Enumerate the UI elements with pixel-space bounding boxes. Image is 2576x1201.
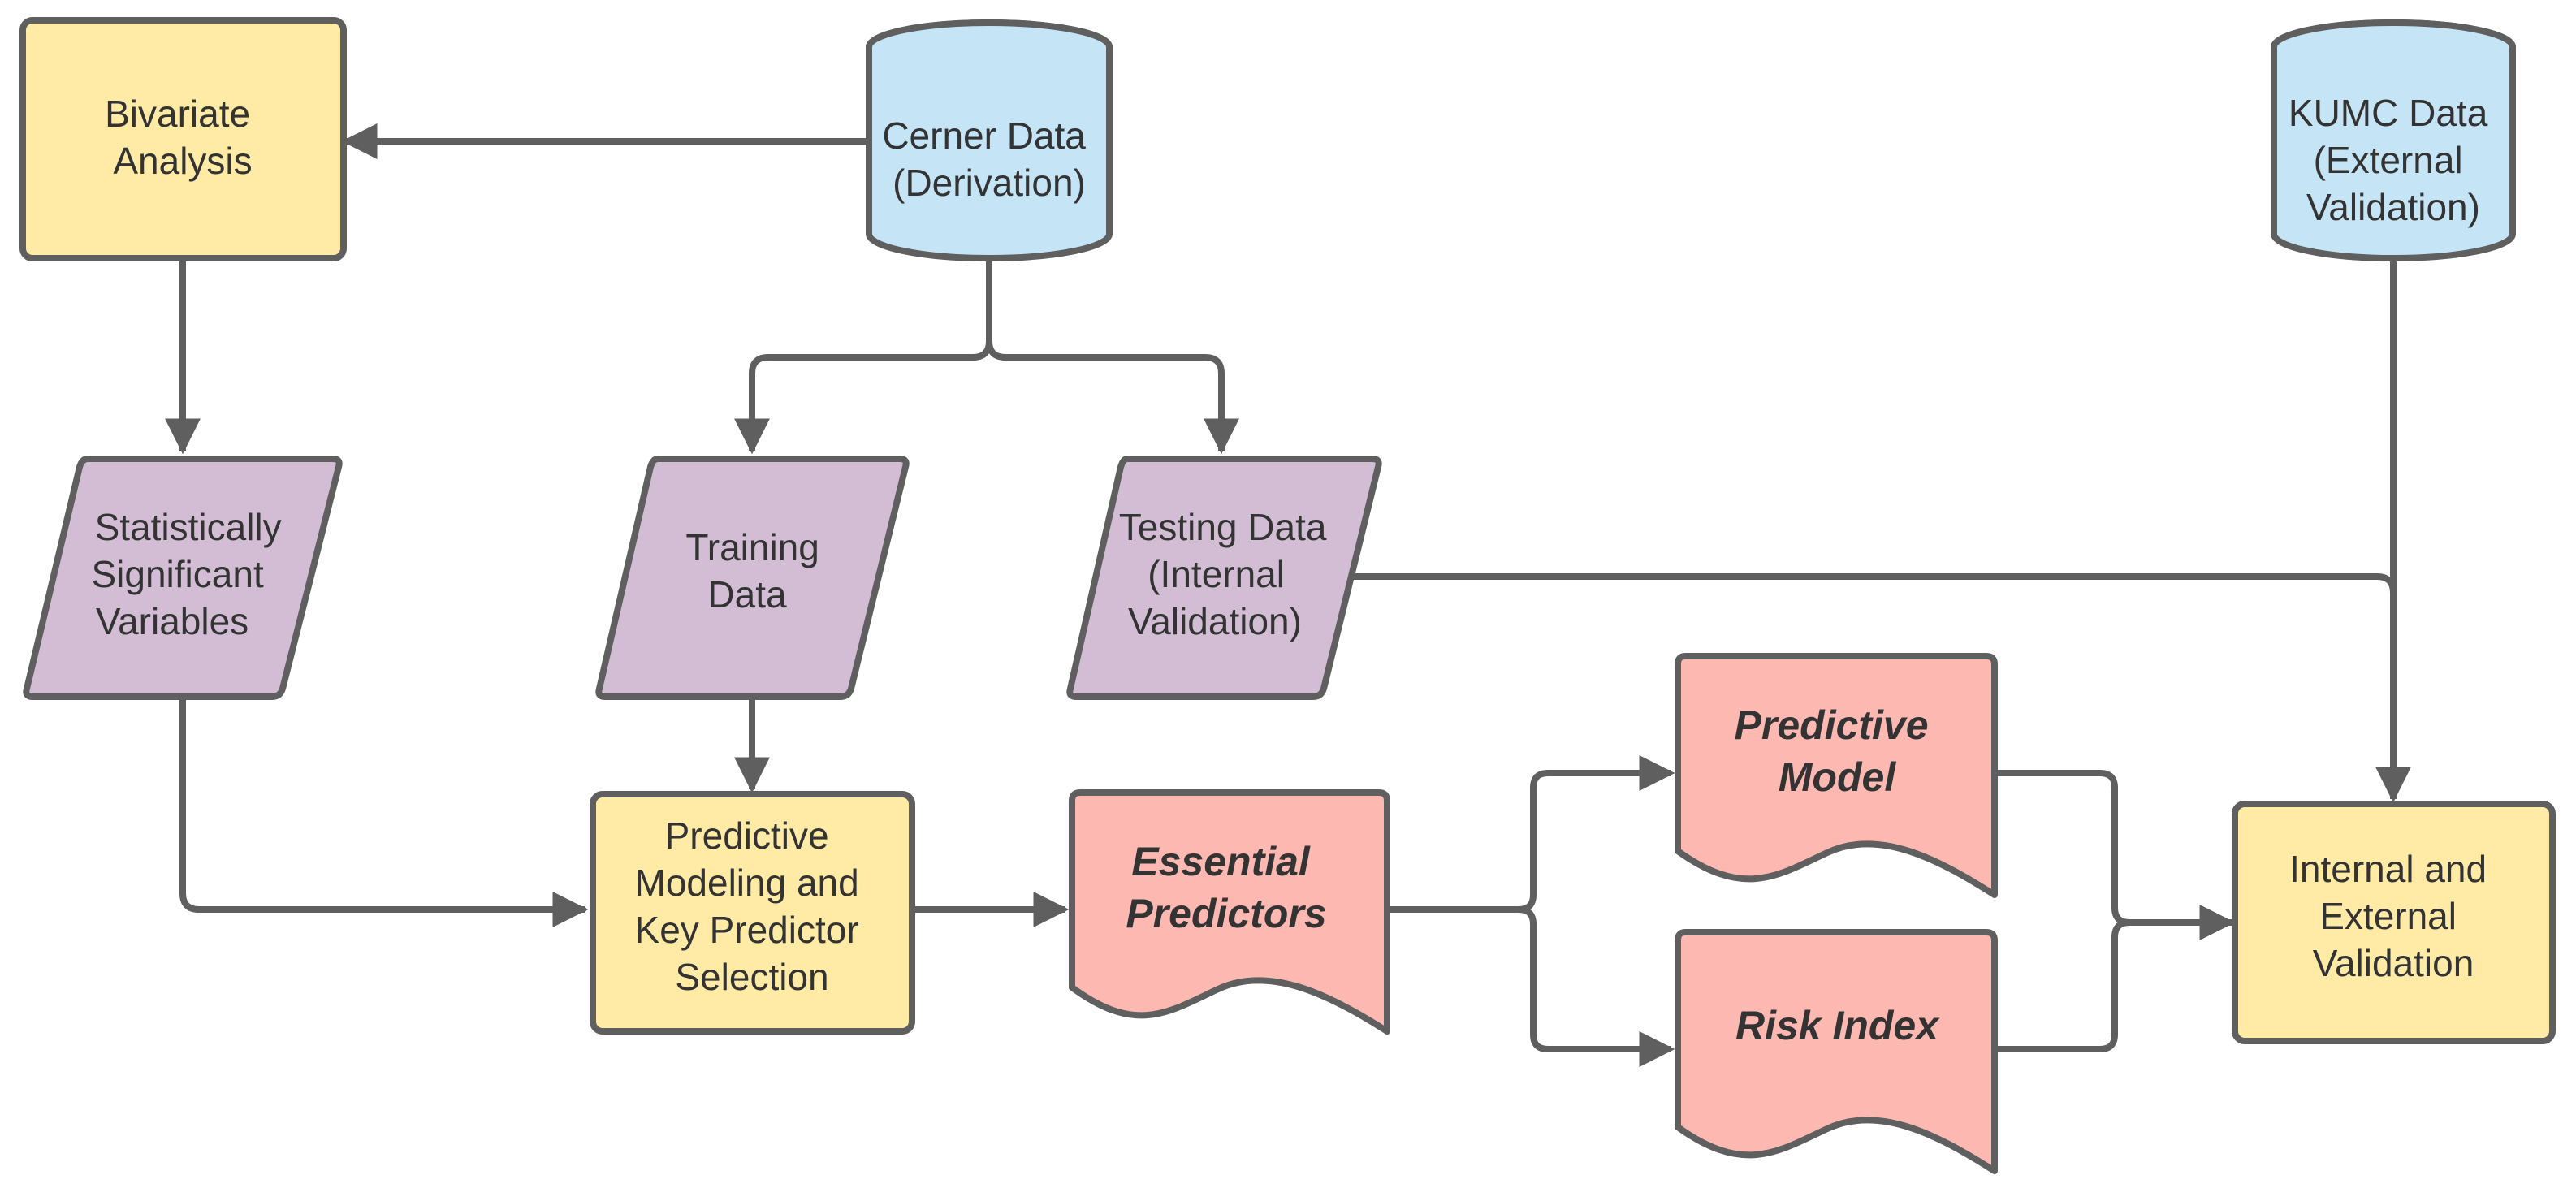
node-bivariate-analysis[interactable]: Bivariate Analysis [19, 17, 347, 261]
edge-significant-variables-to-modeling [179, 698, 589, 927]
node-validation[interactable]: Internal and External Validation [2232, 801, 2556, 1044]
validation-box [2232, 801, 2556, 1044]
kumc-data-line-3: Validation) [2306, 186, 2480, 228]
testing-data-label: Testing Data (Internal Validation) [1119, 506, 1337, 642]
essential-predictors-document [1069, 789, 1390, 1035]
essential-predictors-line-1: Essential [1131, 839, 1311, 884]
predictive-modeling-line-3: Key Predictor [635, 909, 859, 951]
validation-line-1: Internal and [2289, 848, 2487, 890]
predictive-model-line-2: Model [1779, 754, 1897, 800]
node-significant-variables[interactable]: Statistically Significant Variables [23, 456, 343, 700]
predictive-model-label: Predictive Model [1735, 702, 1940, 800]
significant-variables-label: Statistically Significant Variables [91, 506, 292, 642]
training-data-line-2: Data [707, 573, 787, 616]
edge-predictive-model-to-validation [1996, 770, 2236, 940]
predictive-modeling-box [590, 791, 915, 1035]
cerner-data-cylinder-top [866, 19, 1113, 48]
kumc-data-cylinder-top [2271, 19, 2516, 48]
node-training-data[interactable]: Training Data [595, 456, 910, 700]
validation-line-2: External [2319, 895, 2457, 937]
cerner-data-line-2: (Derivation) [893, 162, 1086, 204]
predictive-modeling-line-1: Predictive [665, 814, 829, 857]
risk-index-line-1: Risk Index [1735, 1003, 1940, 1048]
node-predictive-model[interactable]: Predictive Model [1675, 653, 1998, 898]
bivariate-analysis-line-2: Analysis [113, 140, 252, 182]
cerner-data-line-1: Cerner Data [882, 114, 1086, 157]
significant-variables-line-1: Statistically [95, 506, 282, 548]
connectors [165, 123, 2411, 1067]
training-data-parallelogram [595, 456, 910, 700]
risk-index-document [1675, 929, 1998, 1174]
kumc-data-label: KUMC Data (External Validation) [2289, 92, 2498, 228]
testing-data-line-1: Testing Data [1119, 506, 1327, 548]
testing-data-line-3: Validation) [1128, 600, 1302, 642]
kumc-data-line-2: (External [2314, 139, 2463, 181]
bivariate-analysis-line-1: Bivariate [105, 93, 250, 135]
testing-data-parallelogram [1066, 456, 1382, 700]
edge-essential-to-risk-index [1518, 906, 1675, 1067]
testing-data-line-2: (Internal [1148, 553, 1285, 595]
validation-label: Internal and External Validation [2289, 848, 2497, 984]
node-testing-data[interactable]: Testing Data (Internal Validation) [1066, 456, 1382, 700]
risk-index-label: Risk Index [1735, 1003, 1940, 1048]
significant-variables-parallelogram [23, 456, 343, 700]
predictive-model-line-1: Predictive [1735, 702, 1929, 748]
essential-predictors-label: Essential Predictors [1126, 839, 1326, 936]
cerner-data-label: Cerner Data (Derivation) [882, 114, 1096, 204]
kumc-data-line-1: KUMC Data [2289, 92, 2488, 134]
edge-testing-to-validation [1351, 573, 2397, 594]
significant-variables-line-3: Variables [96, 600, 249, 642]
bivariate-analysis-box [19, 17, 347, 261]
node-essential-predictors[interactable]: Essential Predictors [1069, 789, 1390, 1035]
node-predictive-modeling[interactable]: Predictive Modeling and Key Predictor Se… [590, 791, 915, 1035]
node-kumc-data[interactable]: KUMC Data (External Validation) [2271, 19, 2516, 261]
predictive-modeling-line-4: Selection [675, 956, 828, 998]
predictive-modeling-line-2: Modeling and [635, 862, 859, 904]
training-data-line-1: Training [685, 526, 819, 568]
node-cerner-data[interactable]: Cerner Data (Derivation) [866, 19, 1113, 261]
essential-predictors-line-2: Predictors [1126, 891, 1326, 936]
edge-risk-index-to-validation [1996, 919, 2130, 1052]
significant-variables-line-2: Significant [91, 553, 263, 595]
predictive-model-document [1675, 653, 1998, 898]
edge-cerner-to-training [734, 258, 992, 455]
edge-cerner-to-testing [986, 340, 1239, 455]
predictive-modeling-label: Predictive Modeling and Key Predictor Se… [635, 814, 870, 998]
bivariate-analysis-label: Bivariate Analysis [105, 93, 261, 182]
training-data-label: Training Data [685, 526, 829, 616]
node-risk-index[interactable]: Risk Index [1675, 929, 1998, 1174]
edge-essential-to-predictive-model [1389, 755, 1675, 913]
validation-line-3: Validation [2313, 942, 2474, 984]
